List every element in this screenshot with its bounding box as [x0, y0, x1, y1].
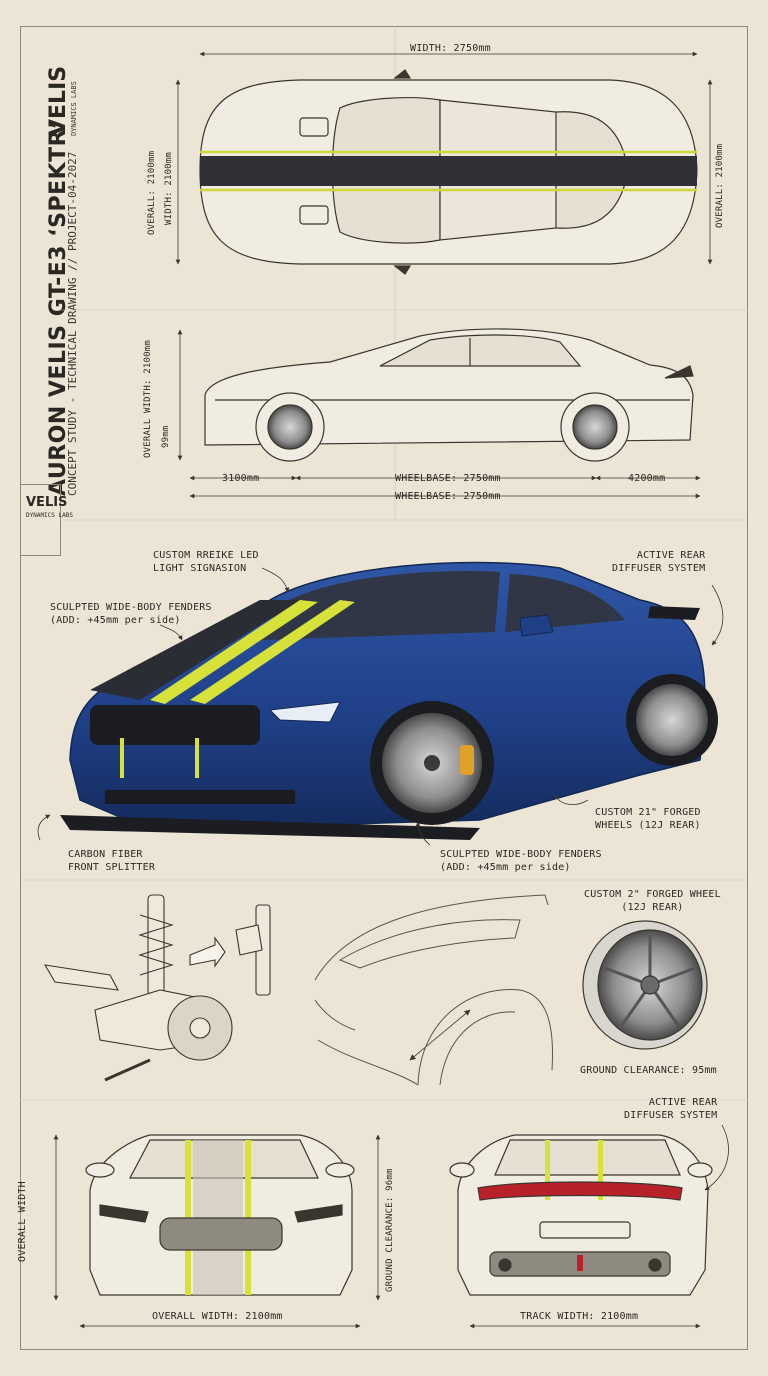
- callout-fenders-bottom: SCULPTED WIDE-BODY FENDERS (ADD: +45mm p…: [440, 849, 602, 873]
- front-left-dim: OVERALL WIDTH: [17, 1181, 28, 1262]
- callout-fenders-top: SCULPTED WIDE-BODY FENDERS (ADD: +45mm p…: [50, 602, 212, 626]
- top-width-dim: WIDTH: 2750mm: [410, 43, 491, 54]
- rear-overhang-dim: 4200mm: [628, 473, 666, 484]
- callout-wheels: CUSTOM 21" FORGED WHEELS (12J REAR): [595, 807, 701, 831]
- side-height-dim: OVERALL WIDTH: 2100mm: [143, 340, 153, 458]
- front-bottom-dim: OVERALL WIDTH: 2100mm: [152, 1311, 283, 1322]
- rear-view-car: [449, 1134, 713, 1296]
- logo-name: VELIS: [26, 495, 68, 510]
- side-view-car: [204, 328, 694, 462]
- top-left-dim-2: WIDTH: 2100mm: [164, 151, 174, 225]
- wheelbase-dim-1: WHEELBASE: 2750mm: [395, 473, 501, 484]
- front-overhang-dim: 3100mm: [222, 473, 260, 484]
- side-clearance-dim: 99mm: [161, 425, 171, 448]
- front-view-dimensions: [53, 1134, 381, 1329]
- top-view-dimensions: [175, 51, 713, 265]
- front-view-car: [85, 1134, 355, 1296]
- wheel-sketch: [582, 920, 708, 1050]
- hero-car-render: [60, 561, 718, 840]
- ground-clearance-label: GROUND CLEARANCE: 95mm: [580, 1065, 717, 1076]
- wheel-detail-title: CUSTOM 2" FORGED WHEEL (12J REAR): [584, 889, 721, 913]
- rear-bottom-dim: TRACK WIDTH: 2100mm: [520, 1311, 639, 1322]
- callout-led: CUSTOM RREIKE LED LIGHT SIGNASION: [153, 550, 259, 574]
- logo-sub: DYNAMICS LABS: [26, 512, 73, 519]
- wheelbase-dim-2: WHEELBASE: 2750mm: [395, 491, 501, 502]
- callout-leaders: [37, 567, 724, 846]
- top-left-dim-1: OVERALL: 2100mm: [147, 150, 157, 235]
- fender-sketch: [314, 894, 553, 1086]
- guide-lines: [20, 26, 748, 1101]
- rear-view-dimensions: [469, 1124, 729, 1329]
- side-view-dimensions: [177, 329, 701, 499]
- top-view-car: [199, 69, 698, 275]
- callout-splitter: CARBON FIBER FRONT SPLITTER: [68, 849, 156, 873]
- front-right-dim: GROUND CLEARANCE: 96mm: [385, 1168, 395, 1292]
- top-right-dim: OVERALL: 2100mm: [715, 143, 725, 228]
- rear-callout-diffuser: ACTIVE REAR DIFFUSER SYSTEM: [624, 1097, 718, 1121]
- callout-diffuser: ACTIVE REAR DIFFUSER SYSTEM: [612, 550, 706, 574]
- suspension-sketch: [43, 894, 271, 1082]
